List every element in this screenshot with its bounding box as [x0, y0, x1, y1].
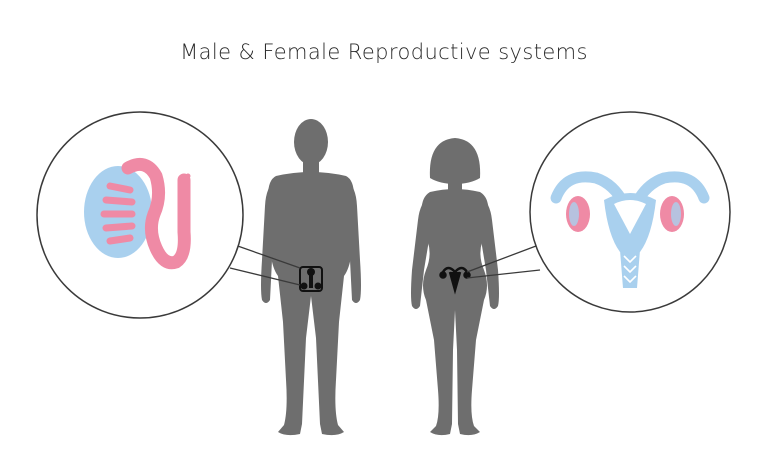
male-magnifier: [36, 111, 244, 319]
female-silhouette: [411, 138, 499, 436]
testis-icon: [84, 157, 191, 270]
uterus-icon: [550, 171, 710, 288]
female-organ-marker: [439, 266, 471, 295]
male-callout-lines: [229, 243, 301, 286]
female-magnifier: [529, 111, 731, 313]
female-callout-lines: [466, 245, 541, 279]
male-organ-marker: [299, 266, 323, 292]
diagram-title: Male & Female Reproductive systems: [180, 40, 588, 64]
male-silhouette: [261, 119, 361, 436]
